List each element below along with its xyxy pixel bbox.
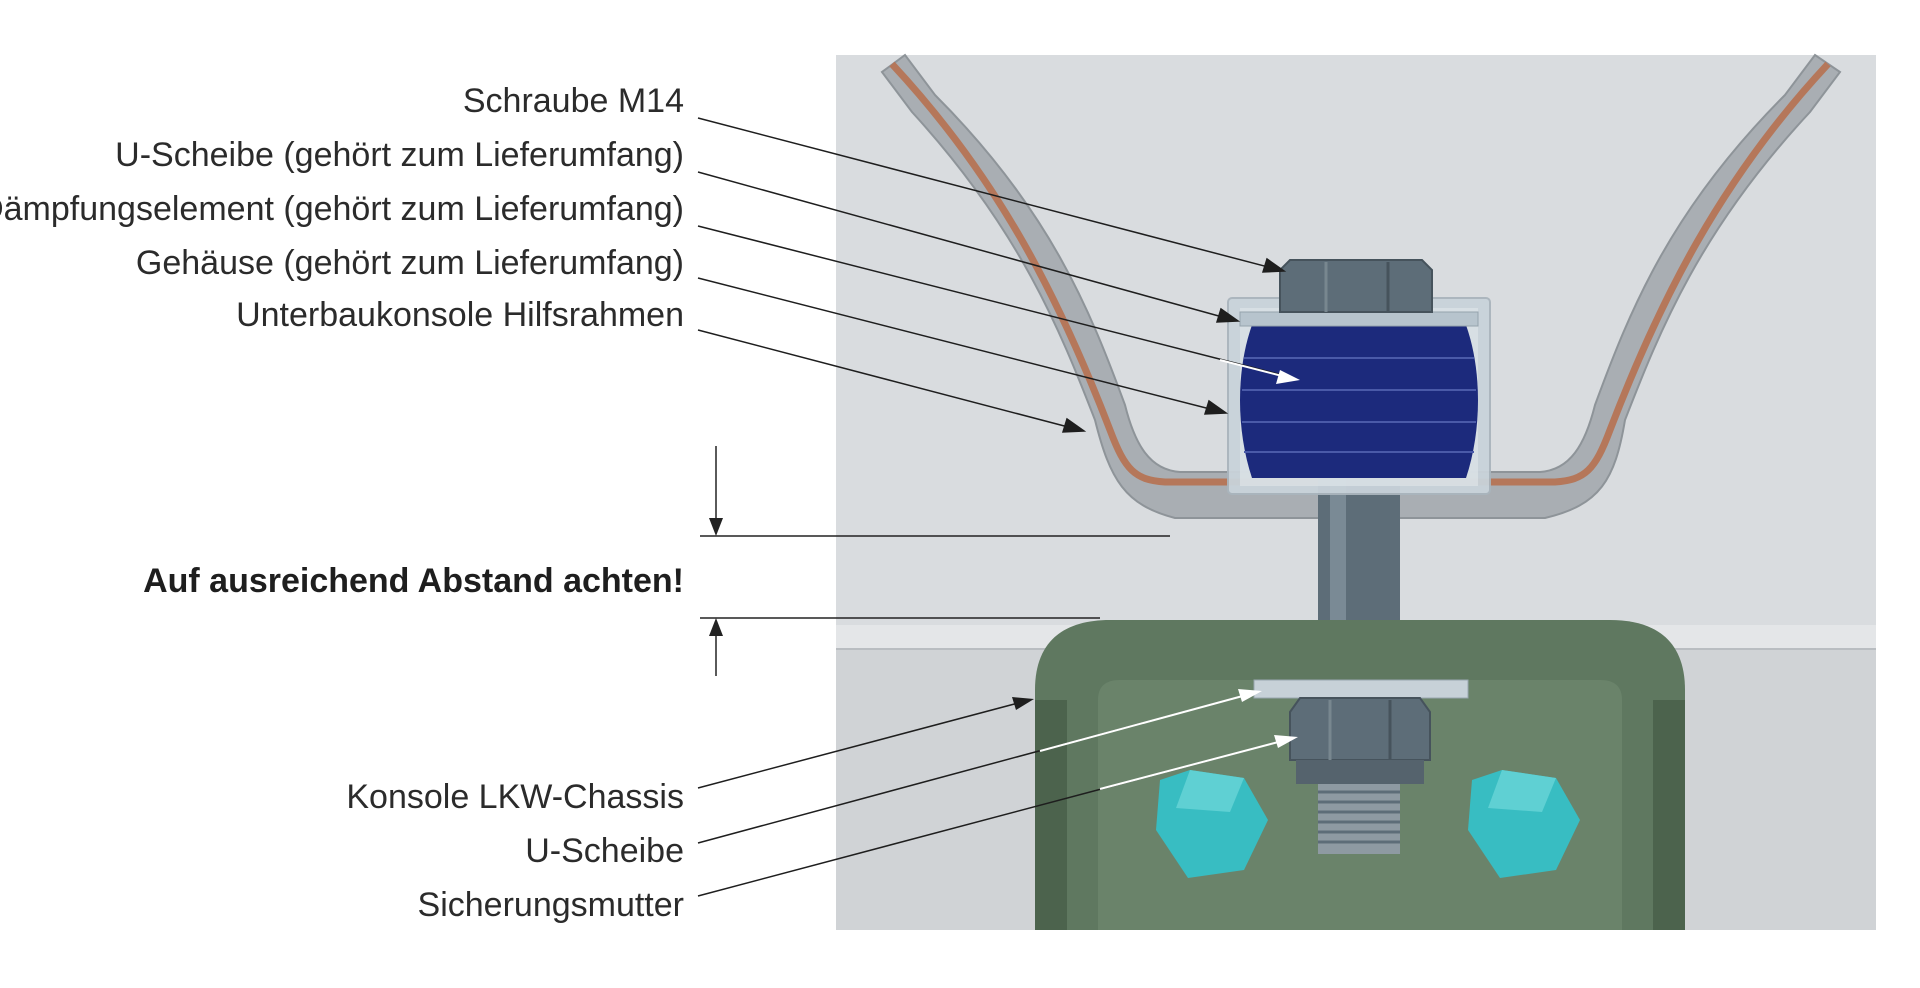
washer-top — [1239, 311, 1479, 327]
label-damping-element: Dämpfungselement (gehört zum Lieferumfan… — [0, 190, 684, 228]
bolt-shaft-highlight — [1330, 478, 1346, 636]
bolt-head — [1279, 259, 1433, 313]
chassis-bolt-right — [1468, 770, 1580, 878]
clearance-dimension — [700, 446, 1170, 676]
leader-lines-top — [697, 117, 1287, 433]
threaded-end — [1318, 784, 1400, 854]
label-locking-nut: Sicherungsmutter — [418, 886, 684, 924]
label-housing: Gehäuse (gehört zum Lieferumfang) — [136, 244, 684, 282]
label-washer-bottom: U-Scheibe — [525, 832, 684, 870]
label-subframe-bracket: Unterbaukonsole Hilfsrahmen — [236, 296, 684, 334]
locking-nut — [1289, 697, 1431, 784]
label-clearance-warning: Auf ausreichend Abstand achten! — [143, 562, 684, 600]
leader-lines-bottom — [697, 689, 1298, 897]
label-washer-top: U-Scheibe (gehört zum Lieferumfang) — [115, 136, 684, 174]
label-screw-m14: Schraube M14 — [463, 82, 684, 120]
washer-bottom — [1253, 679, 1469, 699]
label-chassis-bracket: Konsole LKW-Chassis — [346, 778, 684, 816]
leader-damping — [697, 225, 1300, 384]
damping-element — [1240, 325, 1478, 478]
chassis-bolt-left — [1156, 770, 1268, 878]
